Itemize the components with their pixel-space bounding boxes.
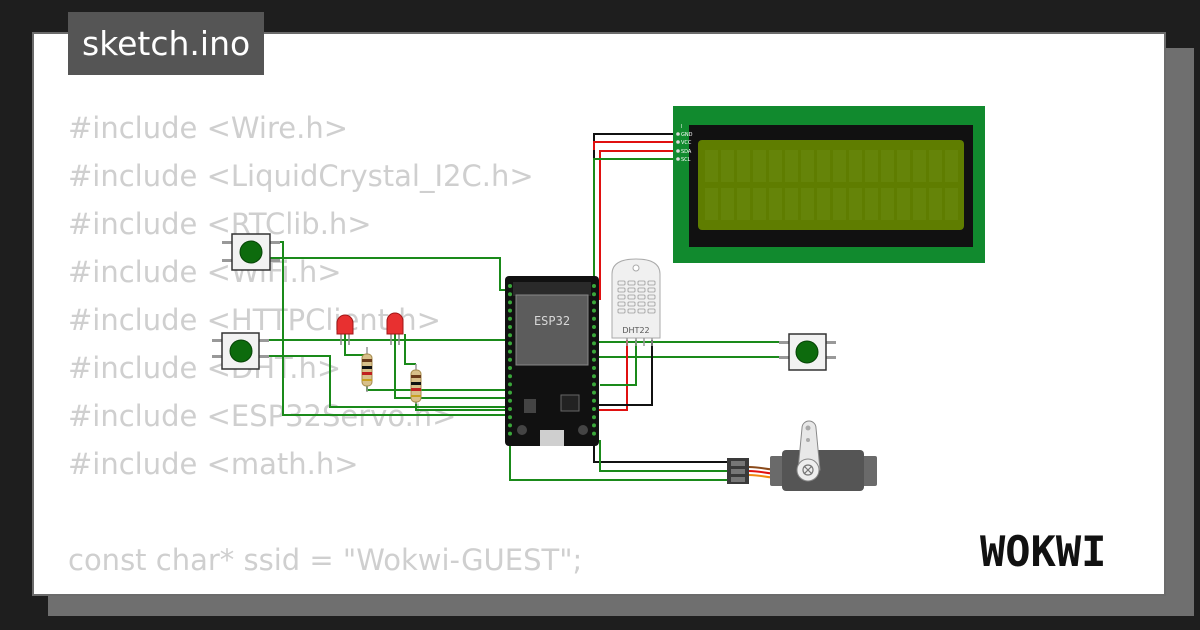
esp32-pin[interactable] xyxy=(592,349,596,354)
esp32-label: ESP32 xyxy=(534,314,570,328)
esp32-pin[interactable] xyxy=(592,308,596,313)
pushbutton-icon[interactable] xyxy=(212,332,269,370)
esp32-pin[interactable] xyxy=(508,423,512,428)
esp32-board-icon[interactable]: ESP32 xyxy=(505,276,599,446)
esp32-pin[interactable] xyxy=(592,374,596,379)
esp32-pin[interactable] xyxy=(592,325,596,329)
lcd-pin-label: GND xyxy=(681,132,693,138)
esp32-pin[interactable] xyxy=(508,357,512,362)
esp32-pin[interactable] xyxy=(508,431,512,436)
lcd-character-cells xyxy=(705,150,958,220)
esp32-pin[interactable] xyxy=(508,300,512,305)
esp32-pin[interactable] xyxy=(508,292,512,297)
code-line: const char* password = ""; xyxy=(68,584,582,594)
servo-motor-icon[interactable] xyxy=(727,420,877,491)
esp32-pin[interactable] xyxy=(508,333,512,338)
led-icon xyxy=(386,312,404,345)
code-background: #include <Wire.h> #include <LiquidCrystal… xyxy=(68,104,582,594)
lcd-pin-label: I xyxy=(681,124,682,130)
esp32-pin[interactable] xyxy=(592,333,596,338)
esp32-pin[interactable] xyxy=(508,341,512,346)
esp32-pin[interactable] xyxy=(592,390,596,395)
esp32-pin[interactable] xyxy=(508,366,512,370)
dht22-label: DHT22 xyxy=(622,326,649,335)
lcd-display-icon: I GND VCC SDA SCL xyxy=(673,106,985,263)
esp32-pin[interactable] xyxy=(592,357,596,362)
esp32-pin[interactable] xyxy=(508,407,512,411)
code-line: #include <math.h> xyxy=(68,447,359,481)
file-tab[interactable]: sketch.ino xyxy=(68,12,265,75)
esp32-pin[interactable] xyxy=(508,316,512,321)
lcd-pin-label: SDA xyxy=(681,149,692,155)
lcd-pin-label: VCC xyxy=(681,140,692,146)
pushbutton-icon[interactable] xyxy=(779,333,836,371)
esp32-pin[interactable] xyxy=(508,390,512,395)
dht22-grille xyxy=(617,280,656,346)
esp32-pin[interactable] xyxy=(592,431,596,436)
esp32-pin[interactable] xyxy=(592,366,596,370)
esp32-pin[interactable] xyxy=(592,300,596,305)
pushbutton-icon[interactable] xyxy=(222,233,280,271)
dht22-sensor-icon: DHT22 xyxy=(611,258,661,346)
code-line: #include <LiquidCrystal_I2C.h> xyxy=(68,159,534,193)
esp32-pin[interactable] xyxy=(592,382,596,387)
esp32-pin[interactable] xyxy=(508,284,512,288)
esp32-pin[interactable] xyxy=(508,382,512,387)
esp32-pins xyxy=(508,284,596,436)
esp32-pin[interactable] xyxy=(508,308,512,313)
code-line: #include <Wire.h> xyxy=(68,111,349,145)
esp32-pin[interactable] xyxy=(508,415,512,420)
esp32-pin[interactable] xyxy=(592,316,596,321)
esp32-pin[interactable] xyxy=(592,415,596,420)
esp32-pin[interactable] xyxy=(592,423,596,428)
esp32-pin[interactable] xyxy=(592,407,596,411)
lcd-pin-label: SCL xyxy=(681,157,691,163)
resistor-icon xyxy=(361,347,373,392)
esp32-pin[interactable] xyxy=(592,292,596,297)
brand-name: WOKWI xyxy=(980,527,1106,574)
esp32-pin[interactable] xyxy=(508,374,512,379)
esp32-pin[interactable] xyxy=(508,398,512,403)
led-icon xyxy=(336,314,354,345)
wokwi-logo-icon: WOKWI xyxy=(980,527,1106,574)
esp32-pin[interactable] xyxy=(592,341,596,346)
esp32-pin[interactable] xyxy=(508,325,512,329)
resistor-icon xyxy=(410,364,422,404)
code-line: const char* ssid = "Wokwi-GUEST"; xyxy=(68,543,583,577)
esp32-pin[interactable] xyxy=(508,349,512,354)
esp32-pin[interactable] xyxy=(592,284,596,288)
esp32-pin[interactable] xyxy=(592,398,596,403)
